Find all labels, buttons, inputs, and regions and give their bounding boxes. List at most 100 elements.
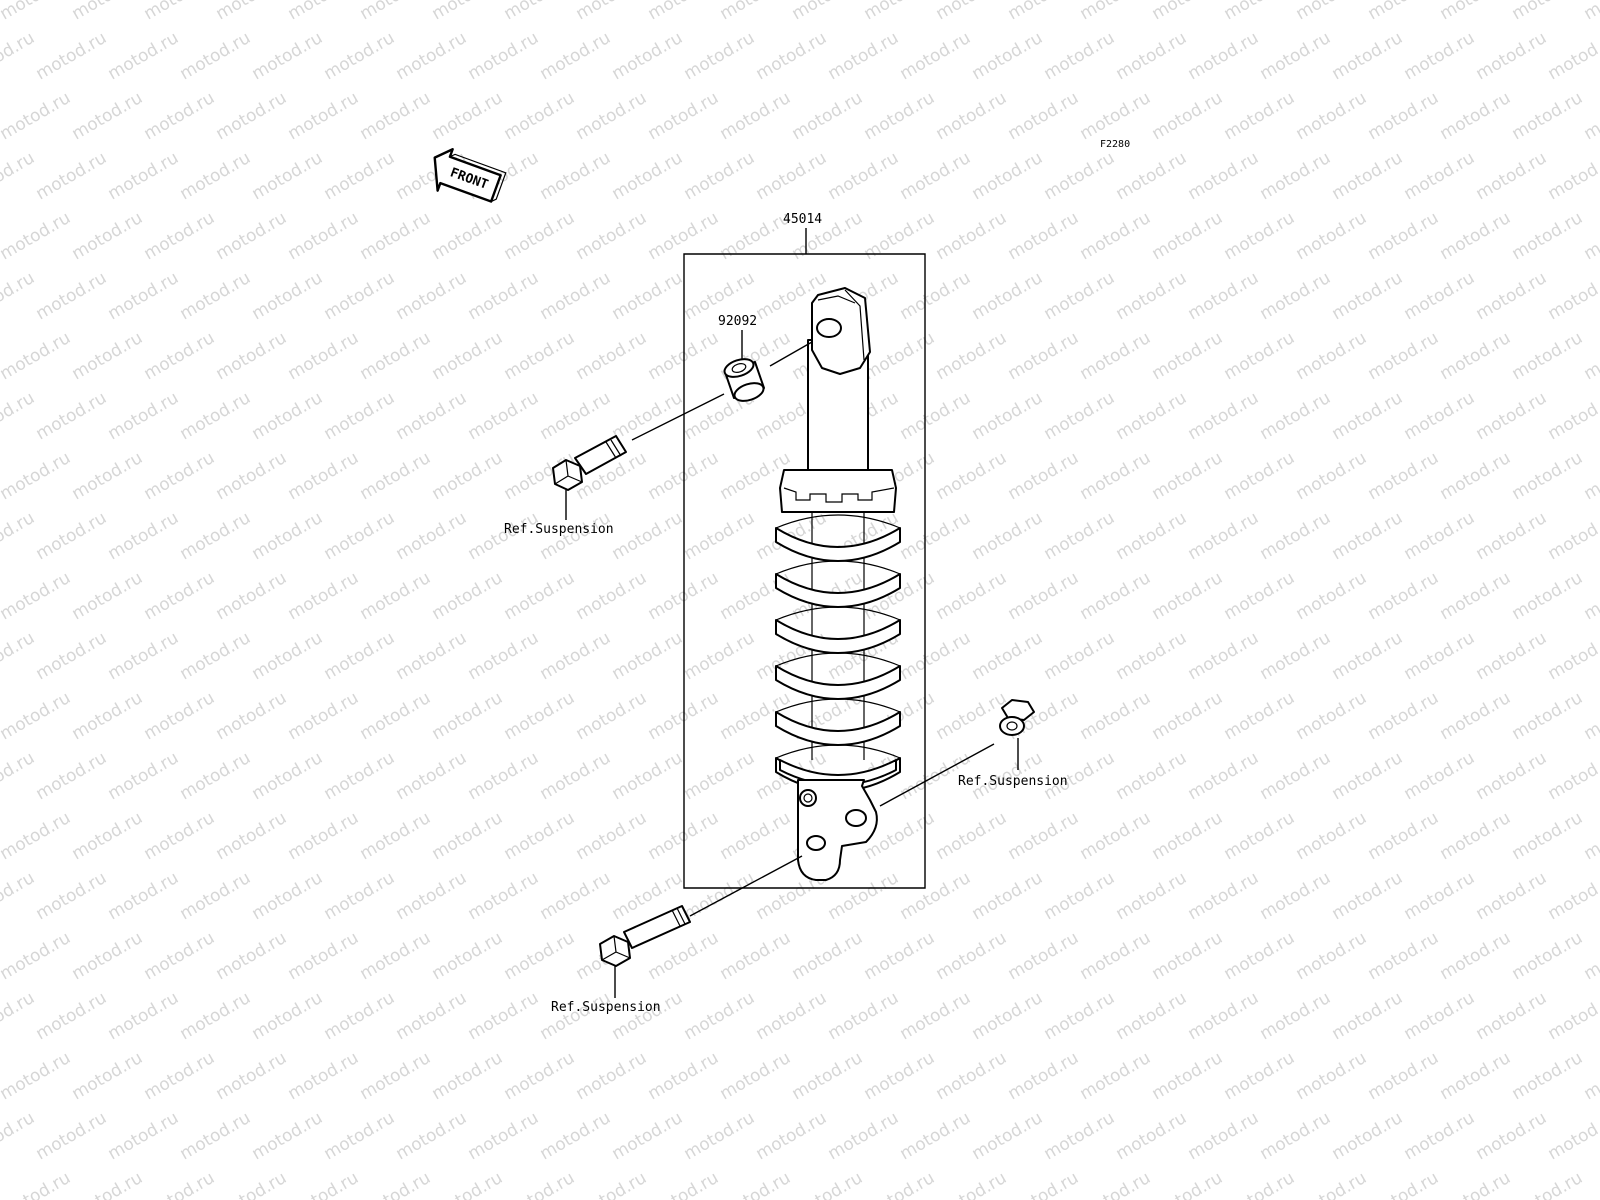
watermark-text: motod.ru: [357, 328, 435, 384]
watermark-text: motod.ru: [285, 328, 363, 384]
watermark-text: motod.ru: [393, 988, 471, 1044]
watermark-text: motod.ru: [1401, 628, 1479, 684]
watermark-text: motod.ru: [69, 448, 147, 504]
watermark-text: motod.ru: [1005, 208, 1083, 264]
watermark-text: motod.ru: [1077, 568, 1155, 624]
watermark-text: motod.ru: [141, 328, 219, 384]
watermark-text: motod.ru: [1329, 988, 1407, 1044]
watermark-text: motod.ru: [1437, 208, 1515, 264]
watermark-text: motod.ru: [1221, 448, 1299, 504]
watermark-text: motod.ru: [1545, 508, 1600, 564]
watermark-text: motod.ru: [1041, 628, 1119, 684]
top-bolt: [552, 435, 627, 491]
watermark-text: motod.ru: [465, 388, 543, 444]
watermark-text: motod.ru: [1149, 0, 1227, 24]
watermark-text: motod.ru: [1113, 748, 1191, 804]
watermark-text: motod.ru: [1149, 928, 1227, 984]
watermark-text: motod.ru: [141, 568, 219, 624]
watermark-text: motod.ru: [1113, 28, 1191, 84]
spring-coil-back: [775, 744, 901, 759]
watermark-text: motod.ru: [1149, 808, 1227, 864]
watermark-text: motod.ru: [1077, 808, 1155, 864]
watermark-text: motod.ru: [105, 508, 183, 564]
watermark-text: motod.ru: [1545, 988, 1600, 1044]
spring-coil-back: [775, 514, 901, 529]
watermark-text: motod.ru: [897, 868, 975, 924]
watermark-text: motod.ru: [33, 628, 111, 684]
watermark-text: motod.ru: [1041, 1108, 1119, 1164]
watermark-text: motod.ru: [753, 148, 831, 204]
watermark-text: motod.ru: [105, 388, 183, 444]
watermark-text: motod.ru: [465, 28, 543, 84]
watermark-text: motod.ru: [357, 568, 435, 624]
watermark-text: motod.ru: [933, 568, 1011, 624]
watermark-text: motod.ru: [177, 868, 255, 924]
watermark-text: motod.ru: [537, 1108, 615, 1164]
watermark-text: motod.ru: [357, 688, 435, 744]
watermark-text: motod.ru: [105, 868, 183, 924]
watermark-text: motod.ru: [1473, 268, 1551, 324]
watermark-text: motod.ru: [1113, 508, 1191, 564]
watermark-text: motod.ru: [1113, 868, 1191, 924]
watermark-text: motod.ru: [33, 508, 111, 564]
watermark-text: motod.ru: [1329, 148, 1407, 204]
watermark-text: motod.ru: [645, 0, 723, 24]
watermark-text: motod.ru: [1473, 388, 1551, 444]
watermark-text: motod.ru: [1509, 0, 1587, 24]
watermark-text: motod.ru: [573, 0, 651, 24]
watermark-text: motod.ru: [969, 508, 1047, 564]
watermark-text: motod.ru: [1401, 508, 1479, 564]
watermark-text: motod.ru: [141, 688, 219, 744]
watermark-text: motod.ru: [645, 1168, 723, 1200]
watermark-text: motod.ru: [969, 148, 1047, 204]
bottom-bolt: [599, 905, 691, 967]
watermark-text: motod.ru: [1293, 928, 1371, 984]
watermark-text: motod.ru: [681, 748, 759, 804]
watermark-text: motod.ru: [1077, 1168, 1155, 1200]
watermark-text: motod.ru: [609, 148, 687, 204]
watermark-text: motod.ru: [285, 448, 363, 504]
watermark-text: motod.ru: [1077, 328, 1155, 384]
watermark-text: motod.ru: [1041, 28, 1119, 84]
watermark-text: motod.ru: [1293, 208, 1371, 264]
watermark-text: motod.ru: [0, 28, 38, 84]
watermark-text: motod.ru: [0, 628, 38, 684]
watermark-text: motod.ru: [573, 88, 651, 144]
watermark-text: motod.ru: [1581, 928, 1600, 984]
watermark-text: motod.ru: [69, 328, 147, 384]
watermark-text: motod.ru: [1473, 508, 1551, 564]
watermark-text: motod.ru: [1041, 508, 1119, 564]
watermark-text: motod.ru: [537, 988, 615, 1044]
watermark-text: motod.ru: [1581, 88, 1600, 144]
watermark-text: motod.ru: [1113, 1108, 1191, 1164]
watermark-text: motod.ru: [177, 268, 255, 324]
watermark-text: motod.ru: [1185, 988, 1263, 1044]
watermark-text: motod.ru: [213, 928, 291, 984]
watermark-text: motod.ru: [321, 628, 399, 684]
watermark-text: motod.ru: [537, 148, 615, 204]
watermark-text: motod.ru: [0, 568, 74, 624]
watermark-text: motod.ru: [573, 328, 651, 384]
watermark-text: motod.ru: [429, 1048, 507, 1104]
watermark-text: motod.ru: [321, 148, 399, 204]
watermark-text: motod.ru: [645, 208, 723, 264]
watermark-text: motod.ru: [645, 88, 723, 144]
watermark-text: motod.ru: [1365, 1168, 1443, 1200]
watermark-text: motod.ru: [357, 1168, 435, 1200]
watermark-text: motod.ru: [573, 688, 651, 744]
watermark-text: motod.ru: [1293, 88, 1371, 144]
watermark-text: motod.ru: [969, 28, 1047, 84]
watermark-text: motod.ru: [0, 1048, 74, 1104]
watermark-text: motod.ru: [1113, 388, 1191, 444]
spacer-collar: [723, 358, 765, 402]
watermark-text: motod.ru: [1257, 1108, 1335, 1164]
watermark-text: motod.ru: [681, 868, 759, 924]
watermark-text: motod.ru: [933, 1168, 1011, 1200]
watermark-text: motod.ru: [213, 0, 291, 24]
watermark-text: motod.ru: [609, 628, 687, 684]
watermark-text: motod.ru: [249, 868, 327, 924]
watermark-text: motod.ru: [1401, 28, 1479, 84]
watermark-text: motod.ru: [321, 268, 399, 324]
watermark-text: motod.ru: [1005, 0, 1083, 24]
watermark-text: motod.ru: [897, 148, 975, 204]
